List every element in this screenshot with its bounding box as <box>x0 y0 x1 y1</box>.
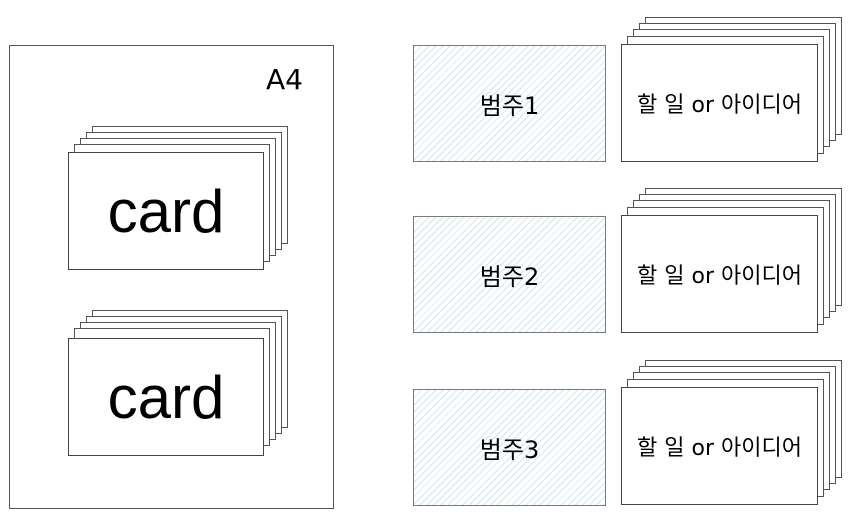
card-label: card <box>107 177 225 245</box>
task-card-front: 할 일 or 아이디어 <box>621 387 818 505</box>
card-label: card <box>107 363 225 431</box>
task-card-front: 할 일 or 아이디어 <box>621 44 818 162</box>
category-box-3: 범주3 <box>413 389 606 506</box>
category-box-2: 범주2 <box>413 216 606 333</box>
category-label: 범주3 <box>479 436 540 464</box>
card-front: card <box>68 338 264 456</box>
task-label: 할 일 or 아이디어 <box>637 436 802 461</box>
category-label: 범주1 <box>479 92 540 120</box>
task-label: 할 일 or 아이디어 <box>637 93 802 118</box>
card-front: card <box>68 152 264 270</box>
category-label: 범주2 <box>479 263 540 291</box>
task-card-front: 할 일 or 아이디어 <box>621 215 818 333</box>
a4-label: A4 <box>266 63 303 96</box>
task-label: 할 일 or 아이디어 <box>637 264 802 289</box>
category-box-1: 범주1 <box>413 45 606 162</box>
